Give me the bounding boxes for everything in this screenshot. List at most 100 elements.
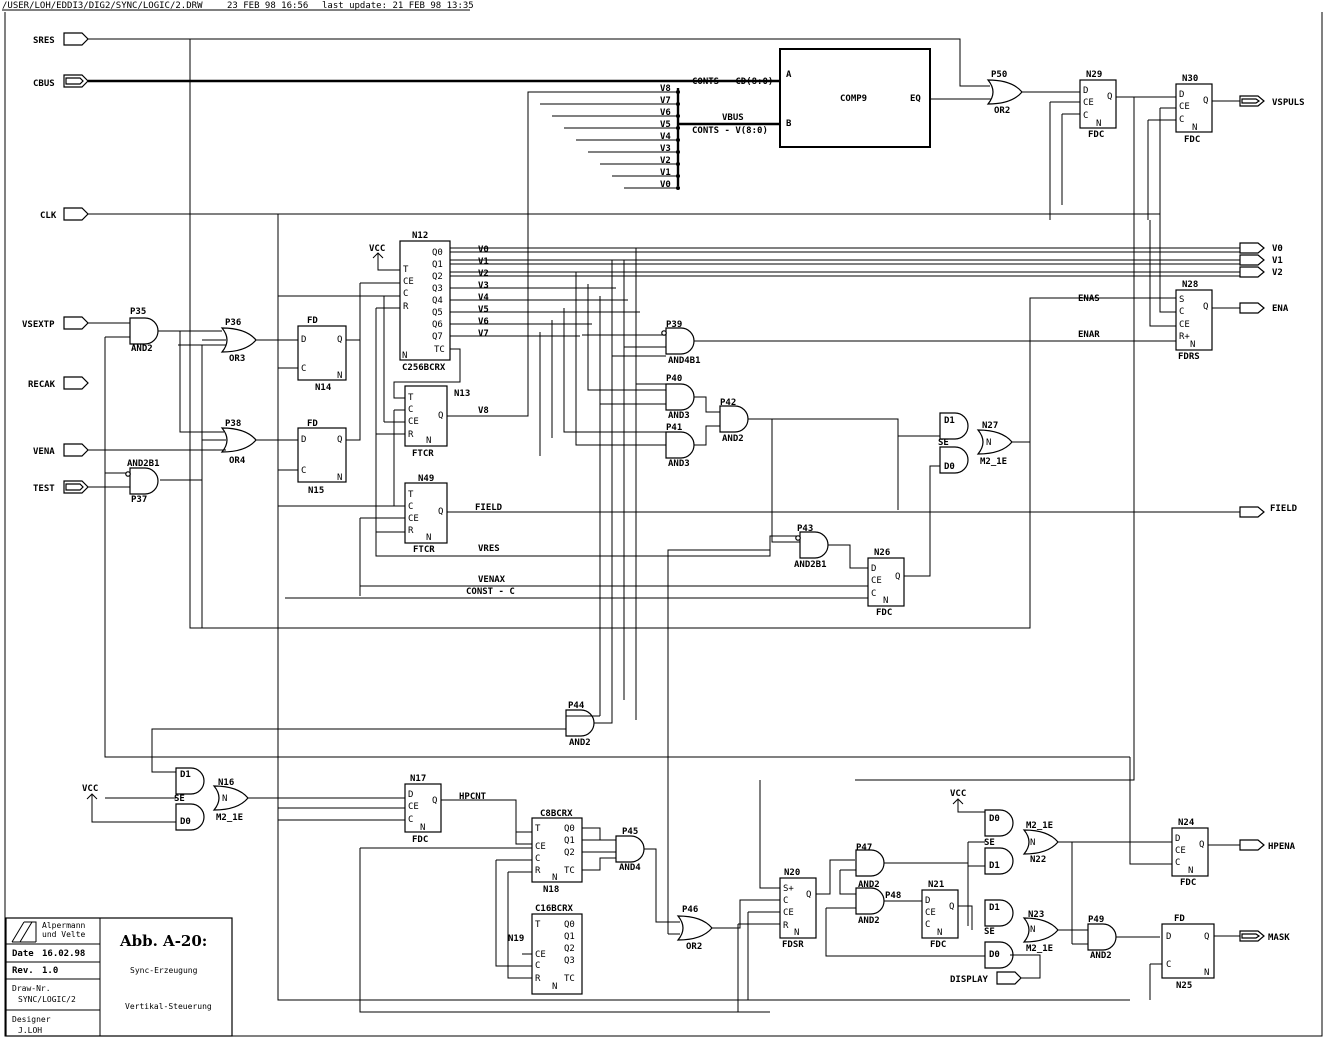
- svg-text:N28: N28: [1182, 280, 1198, 290]
- port-vena: VENA: [33, 443, 89, 457]
- svg-text:C: C: [408, 405, 413, 415]
- gate-p38: P38 OR4: [220, 419, 257, 466]
- wire-hpcnt: HPCNT: [459, 792, 487, 802]
- svg-text:VCC: VCC: [950, 789, 966, 799]
- svg-text:P41: P41: [666, 423, 682, 433]
- n12-pin-q7: Q7: [432, 332, 443, 342]
- svg-text:V1: V1: [1272, 256, 1283, 266]
- svg-text:C: C: [1083, 111, 1088, 121]
- svg-text:C: C: [408, 815, 413, 825]
- svg-text:Q: Q: [1107, 92, 1112, 102]
- svg-text:AND2: AND2: [722, 434, 744, 444]
- svg-text:M2_1E: M2_1E: [980, 457, 1007, 467]
- svg-text:Q: Q: [337, 335, 342, 345]
- svg-text:P50: P50: [991, 70, 1007, 80]
- svg-text:Q: Q: [438, 411, 443, 421]
- ff-n28: N28 SC CER+ QN FDRS: [1175, 280, 1213, 362]
- svg-text:C: C: [1166, 960, 1171, 970]
- svg-text:VSPULS: VSPULS: [1272, 98, 1305, 108]
- gate-p48: P48 AND2: [855, 887, 901, 926]
- svg-text:V2: V2: [1272, 268, 1283, 278]
- svg-text:V0: V0: [1272, 244, 1283, 254]
- svg-text:D: D: [1175, 834, 1180, 844]
- svg-text:HPENA: HPENA: [1268, 842, 1296, 852]
- svg-text:FDC: FDC: [1088, 130, 1104, 140]
- svg-text:N: N: [337, 473, 342, 483]
- gate-p39: P39 AND4B1: [661, 320, 701, 366]
- svg-text:VCC: VCC: [82, 784, 98, 794]
- svg-text:AND2: AND2: [1090, 951, 1112, 961]
- svg-text:CE: CE: [1083, 98, 1094, 108]
- svg-text:P49: P49: [1088, 915, 1104, 925]
- out-field: FIELD: [1239, 504, 1298, 518]
- svg-text:N: N: [552, 982, 557, 992]
- svg-text:D: D: [301, 335, 306, 345]
- svg-text:N: N: [426, 436, 431, 446]
- svg-text:N: N: [1096, 119, 1101, 129]
- svg-text:C8BCRX: C8BCRX: [540, 809, 573, 819]
- svg-text:Q: Q: [1203, 302, 1208, 312]
- svg-text:N: N: [1188, 866, 1193, 876]
- svg-text:N: N: [1030, 838, 1035, 848]
- svg-text:N: N: [1030, 925, 1035, 935]
- svg-text:DISPLAY: DISPLAY: [950, 975, 989, 985]
- wire-venax: VENAX: [478, 575, 506, 585]
- svg-text:TC: TC: [564, 866, 575, 876]
- svg-text:N22: N22: [1030, 855, 1046, 865]
- svg-text:Q0: Q0: [564, 920, 575, 930]
- svg-text:CE: CE: [871, 576, 882, 586]
- junction-dot: [676, 90, 680, 94]
- svg-text:CE: CE: [1179, 320, 1190, 330]
- n12-out-label: V6: [478, 317, 489, 327]
- svg-text:AND4: AND4: [619, 863, 641, 873]
- svg-text:Q2: Q2: [564, 848, 575, 858]
- svg-text:Date: Date: [12, 949, 34, 959]
- svg-text:P48: P48: [885, 891, 901, 901]
- svg-text:D0: D0: [180, 817, 191, 827]
- svg-text:N17: N17: [410, 774, 426, 784]
- svg-text:CONTS - CD(8:0): CONTS - CD(8:0): [692, 77, 773, 87]
- n12-pin-q4: Q4: [432, 296, 443, 306]
- port-recak: RECAK: [28, 376, 89, 390]
- svg-text:Q: Q: [806, 890, 811, 900]
- svg-text:CE: CE: [1179, 102, 1190, 112]
- svg-text:1.0: 1.0: [42, 966, 58, 976]
- svg-text:R: R: [408, 430, 414, 440]
- gate-p47: P47 AND2: [855, 843, 885, 890]
- svg-text:N: N: [426, 533, 431, 543]
- svg-text:Draw-Nr.: Draw-Nr.: [12, 984, 51, 993]
- gate-p49: P49 AND2: [1087, 915, 1117, 961]
- svg-text:C256BCRX: C256BCRX: [402, 363, 446, 373]
- junction-dot: [676, 114, 680, 118]
- junction-dot: [676, 102, 680, 106]
- svg-text:M2_1E: M2_1E: [216, 813, 243, 823]
- svg-text:P43: P43: [797, 524, 813, 534]
- n12-out-label: V5: [478, 305, 489, 315]
- svg-text:Q: Q: [1203, 96, 1208, 106]
- svg-text:D1: D1: [180, 770, 191, 780]
- ff-n13: N13 TC CER QN FTCR V8: [404, 385, 489, 459]
- svg-text:M2_1E: M2_1E: [1026, 944, 1053, 954]
- svg-text:Designer: Designer: [12, 1015, 51, 1024]
- vbus-label-v6: V6: [660, 108, 671, 118]
- svg-text:AND2: AND2: [131, 344, 153, 354]
- svg-text:T: T: [535, 920, 541, 930]
- svg-text:N15: N15: [308, 486, 324, 496]
- svg-text:TC: TC: [564, 974, 575, 984]
- svg-text:VCC: VCC: [369, 244, 385, 254]
- svg-text:D0: D0: [944, 462, 955, 472]
- mux-n23: D1 D0 SE N23 N M2_1E: [984, 899, 1059, 969]
- svg-text:P39: P39: [666, 320, 682, 330]
- svg-text:N: N: [420, 823, 425, 833]
- junction-dot: [676, 126, 680, 130]
- wire-const: CONST - C: [466, 587, 515, 597]
- svg-text:D0: D0: [989, 814, 1000, 824]
- svg-text:und Velte: und Velte: [42, 930, 86, 939]
- svg-text:AND2: AND2: [858, 880, 880, 890]
- svg-text:SE: SE: [938, 438, 949, 448]
- svg-text:A: A: [786, 70, 792, 80]
- mux-n22: VCC D0 D1 SE M2_1E N N22: [950, 789, 1059, 875]
- svg-text:C: C: [403, 289, 408, 299]
